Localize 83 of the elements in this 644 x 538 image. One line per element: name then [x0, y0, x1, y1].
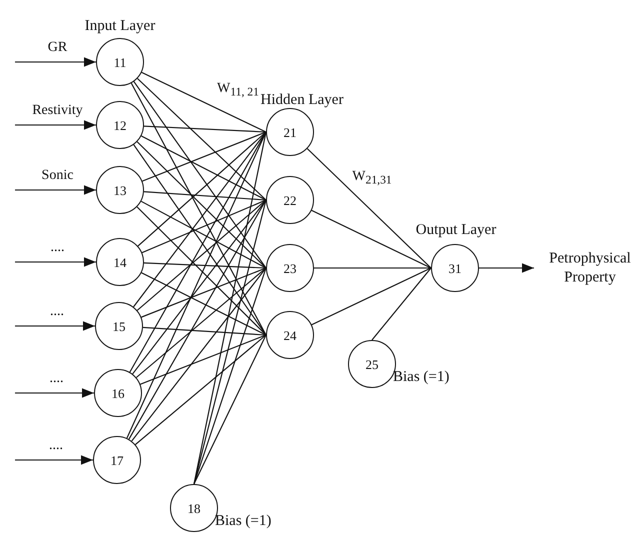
neuron-circle — [266, 108, 314, 156]
neuron-number: 21 — [284, 126, 296, 138]
connection-line — [128, 200, 266, 440]
neuron-number: 24 — [284, 328, 296, 342]
output-text: Petrophysical Property — [538, 249, 642, 287]
edge-label: .... — [48, 439, 64, 453]
neuron-number: 13 — [114, 184, 126, 196]
neuron-circle — [266, 176, 314, 224]
connection-line — [140, 334, 266, 385]
edge-label: .... — [50, 241, 66, 255]
connection-line — [193, 200, 267, 484]
neuron-circle — [96, 38, 144, 86]
edge-label: W$_{11, 21}$ — [216, 82, 260, 98]
connection-line — [142, 131, 266, 182]
arrow — [479, 263, 534, 273]
connection-line — [144, 191, 266, 201]
neuron-number: 15 — [112, 320, 126, 332]
neuron-circle — [266, 311, 314, 359]
connection-line — [144, 262, 266, 269]
neuron-number: 17 — [110, 454, 124, 466]
edge-label: GR — [46, 41, 68, 55]
layer-title: Hidden Layer — [260, 92, 344, 109]
edge-label: W$_{21,31}$ — [351, 170, 393, 186]
connection-line — [141, 267, 266, 318]
connection-line — [311, 268, 432, 326]
connection-line — [133, 144, 266, 336]
connection-line — [144, 126, 266, 133]
arrow — [15, 321, 95, 331]
neuron-number: 25 — [366, 358, 378, 370]
neuron-circle — [96, 166, 144, 214]
neuron-number: 16 — [112, 386, 124, 400]
edge-label: .... — [48, 372, 64, 386]
connection-line — [140, 200, 266, 268]
connection-line — [136, 206, 266, 336]
neuron-circle — [266, 244, 314, 292]
connection-line — [142, 326, 266, 336]
neuron-circle — [95, 302, 143, 350]
connection-line — [306, 148, 432, 268]
connection-line — [136, 141, 266, 268]
neuron-circle — [94, 369, 142, 417]
connection-line — [141, 72, 266, 132]
arrow — [15, 388, 94, 398]
layer-title: Input Layer — [84, 18, 156, 35]
connection-line — [131, 268, 266, 442]
arrow — [15, 120, 96, 130]
connection-line — [138, 132, 266, 246]
bias-label: Bias (=1) — [393, 369, 450, 386]
connection-line — [133, 81, 266, 268]
arrow — [15, 455, 93, 465]
neuron-circle — [96, 238, 144, 286]
arrow — [15, 257, 96, 267]
neuron-number: 31 — [448, 262, 462, 274]
neuron-number: 12 — [114, 118, 126, 132]
connection-line — [135, 334, 266, 445]
connection-line — [132, 200, 266, 374]
connection-line — [193, 268, 267, 484]
connection-line — [142, 200, 266, 254]
edge-label: Sonic — [40, 169, 74, 183]
arrow — [15, 57, 96, 67]
connection-line — [133, 132, 266, 308]
edge-label: Restivity — [31, 104, 84, 118]
connection-line — [136, 200, 266, 311]
neuron-number: 14 — [114, 256, 126, 268]
connection-line — [314, 267, 431, 269]
bias-label: Bias (=1) — [215, 513, 272, 530]
connection-line — [372, 268, 432, 340]
neuron-circle — [431, 244, 479, 292]
neuron-number: 18 — [188, 502, 200, 514]
connection-line — [194, 334, 266, 484]
neuron-number: 23 — [284, 262, 296, 274]
edge-label: .... — [49, 305, 65, 319]
connection-line — [141, 272, 266, 336]
connection-line — [130, 82, 266, 336]
connection-line — [137, 78, 266, 200]
arrow — [15, 185, 96, 195]
neuron-circle — [93, 436, 141, 484]
layer-title: Output Layer — [416, 222, 496, 239]
connection-line — [141, 135, 266, 200]
connection-line — [136, 268, 266, 378]
neuron-number: 22 — [284, 194, 296, 206]
connection-line — [311, 210, 432, 268]
neuron-circle — [96, 101, 144, 149]
neuron-number: 11 — [114, 56, 126, 68]
